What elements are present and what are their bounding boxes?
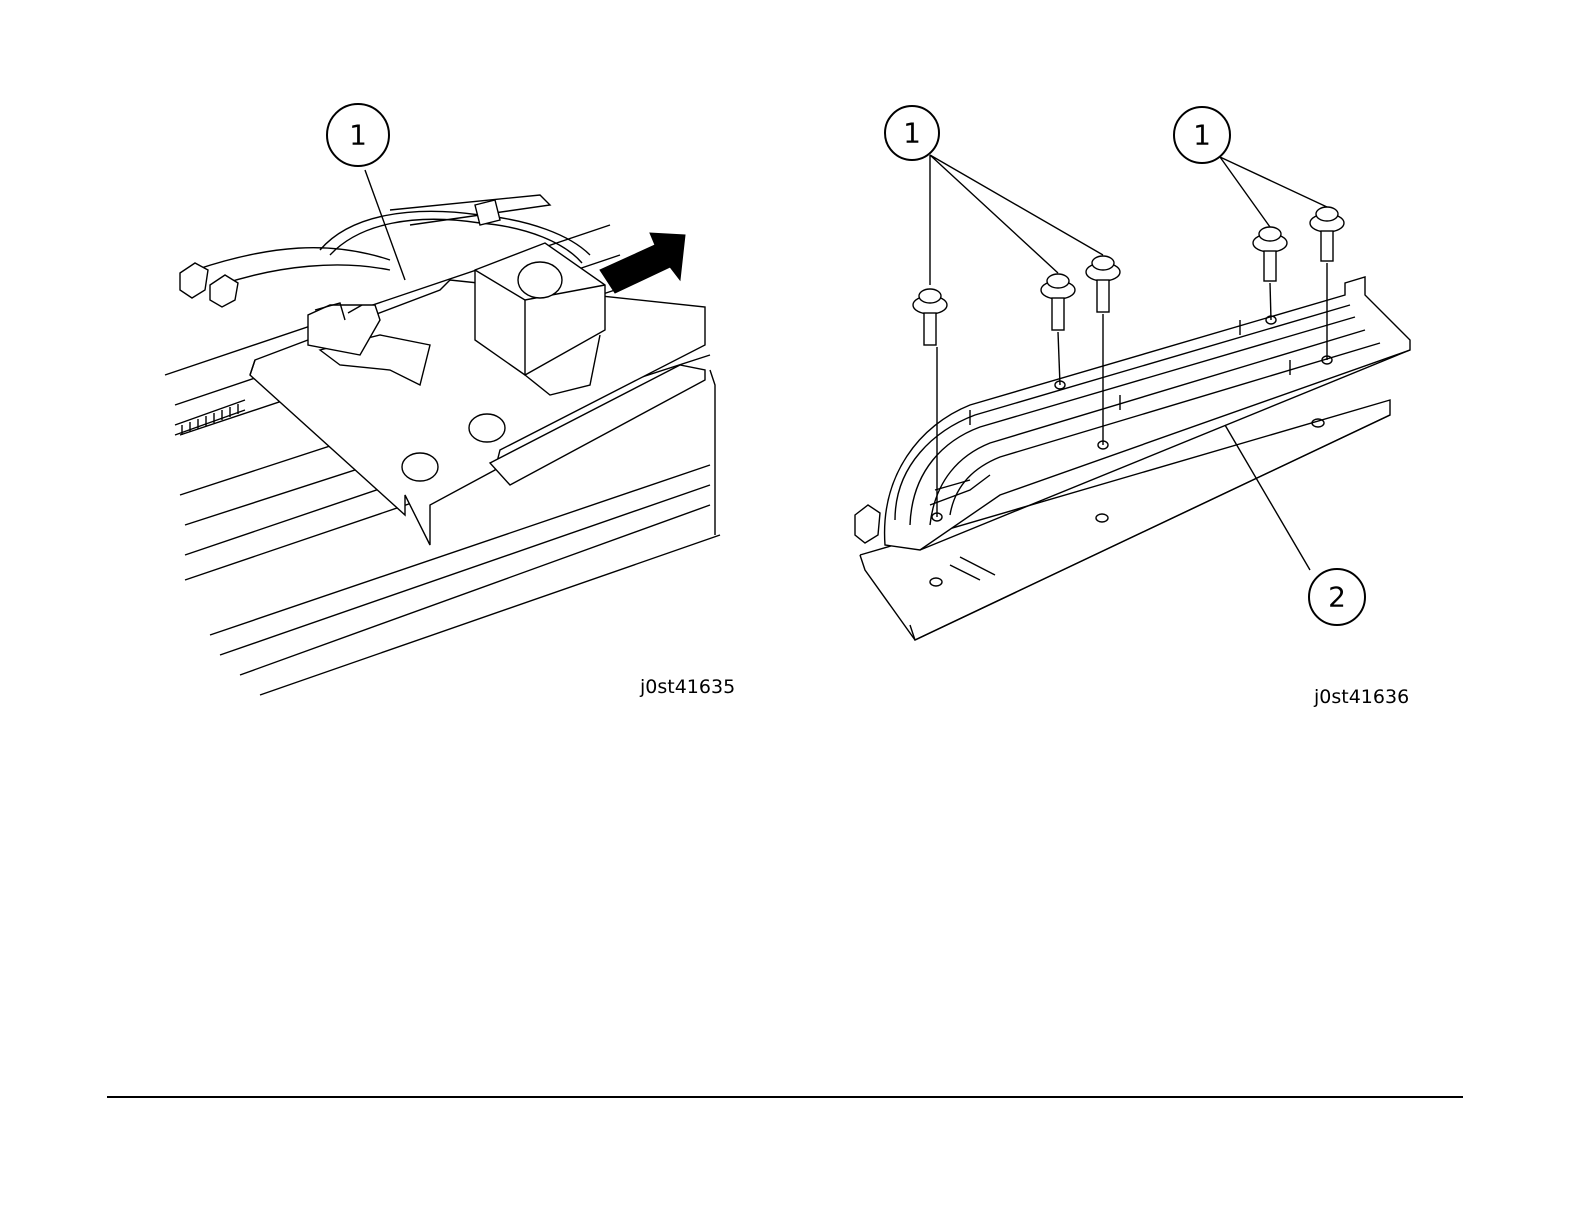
hole bbox=[1096, 514, 1108, 522]
callout-2: 2 bbox=[1225, 425, 1365, 625]
footer-rule bbox=[107, 1096, 1463, 1098]
figure-id-label: j0st41635 bbox=[640, 676, 735, 698]
duct-cover bbox=[885, 277, 1410, 550]
callout-1-right: 1 bbox=[1174, 107, 1327, 227]
push-direction-arrow bbox=[600, 233, 685, 293]
callout-label: 1 bbox=[903, 117, 921, 150]
sensor-lens bbox=[518, 262, 562, 298]
callout-label: 2 bbox=[1328, 581, 1346, 614]
callout-1-left: 1 bbox=[885, 106, 1103, 285]
hole bbox=[930, 578, 942, 586]
mounting-hole bbox=[402, 453, 438, 481]
right-figure-drawing: 1 1 2 bbox=[840, 95, 1440, 715]
callout-label: 1 bbox=[1193, 119, 1211, 152]
screw bbox=[1253, 227, 1287, 320]
figure-id-label: j0st41636 bbox=[1314, 686, 1409, 708]
mounting-hole bbox=[469, 414, 505, 442]
left-figure-drawing: 1 bbox=[150, 95, 770, 695]
callout-label: 1 bbox=[349, 119, 367, 152]
left-figure: 1 bbox=[150, 95, 770, 695]
right-figure: 1 1 2 bbox=[840, 95, 1440, 715]
screw bbox=[1041, 274, 1075, 385]
